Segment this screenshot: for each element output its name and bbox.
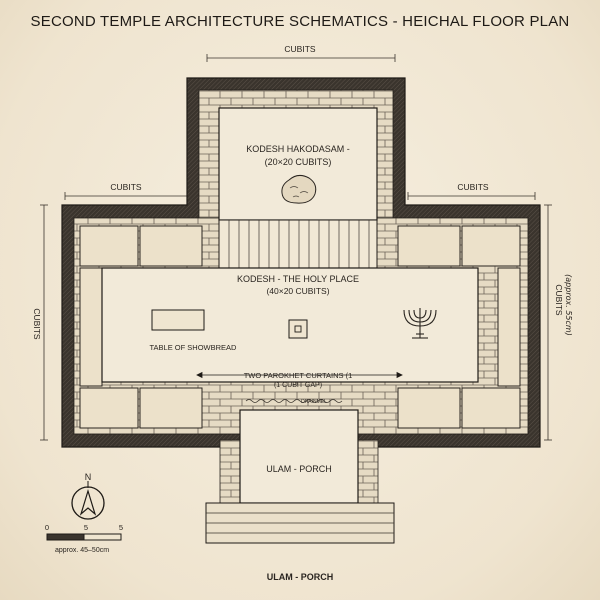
dim-right-note: (approx. 55cm) (564, 274, 573, 336)
menorah-icon (403, 308, 437, 339)
scale-bar (46, 533, 122, 541)
drain-channel (245, 399, 343, 403)
holy-of-holies-title: KODESH HAKODASAM - (246, 144, 350, 154)
compass-north-label: N (85, 472, 92, 482)
front-steps (205, 502, 395, 544)
dim-upper-right-label: CUBITS (457, 182, 489, 192)
chamber-partitions (79, 225, 521, 429)
porch-area (239, 409, 359, 504)
curtains-label-line1: TWO PAROKHET CURTAINS (1 (244, 371, 353, 380)
table-label: TABLE OF SHOWBREAD (150, 343, 238, 352)
veil-partition (218, 219, 378, 269)
dim-left-label: CUBITS (32, 308, 42, 340)
table-of-showbread (151, 309, 205, 331)
holy-place-title: KODESH - THE HOLY PLACE (237, 274, 359, 284)
dim-upper-left-label: CUBITS (110, 182, 142, 192)
curtains-label-line2: (1 CUBIT GAP) (274, 382, 322, 389)
scale-tick-1: 5 (84, 523, 88, 532)
drain-label: DRAINMEL (301, 399, 327, 405)
scale-tick-2: 5 (119, 523, 123, 532)
bottom-porch-label: ULAM - PORCH (267, 572, 334, 582)
porch-label: ULAM - PORCH (266, 464, 332, 474)
dim-right-label: CUBITS (554, 284, 564, 316)
dim-top-label: CUBITS (284, 44, 316, 54)
foundation-stone-icon (281, 174, 317, 204)
foundation-stone-texture-icon (289, 186, 309, 198)
holy-of-holies-size: (20×20 CUBITS) (265, 157, 332, 167)
holy-place-size: (40×20 CUBITS) (266, 286, 329, 296)
scale-tick-0: 0 (45, 523, 49, 532)
incense-altar (288, 319, 308, 339)
scale-note: approx. 45–50cm (55, 547, 109, 554)
dimension-lines (40, 54, 552, 441)
curtain-gap-arrow (196, 371, 403, 379)
north-compass (71, 481, 105, 520)
page-title: SECOND TEMPLE ARCHITECTURE SCHEMATICS - … (30, 13, 570, 30)
